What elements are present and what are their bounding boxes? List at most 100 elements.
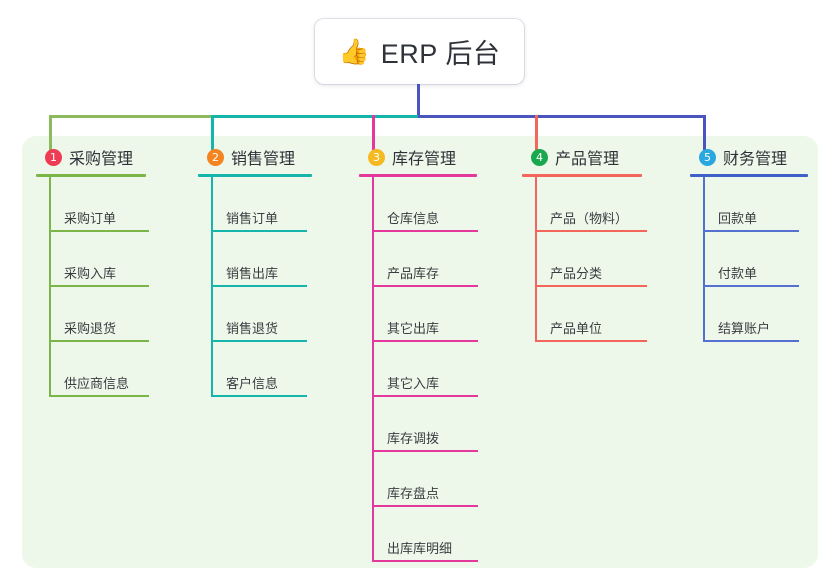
branch-underline-5 xyxy=(690,174,808,177)
leaf-label: 产品单位 xyxy=(550,321,603,336)
branch-badge-icon-2: 2 xyxy=(207,148,224,166)
leaf-node[interactable]: 销售订单 xyxy=(211,177,312,232)
branch-title-5: 财务管理 xyxy=(723,151,788,168)
leaf-node[interactable]: 采购订单 xyxy=(49,177,149,232)
branch-badge-icon-4: 4 xyxy=(531,148,548,166)
branch-underline-2 xyxy=(198,174,312,177)
leaf-label: 仓库信息 xyxy=(387,211,440,226)
root-node-content: 👍 ERP 后台 xyxy=(339,32,501,71)
leaf-underline xyxy=(211,340,307,342)
leaf-node[interactable]: 销售退货 xyxy=(211,287,312,342)
drop-connector-5 xyxy=(703,115,706,150)
leaf-node[interactable]: 其它出库 xyxy=(372,287,478,342)
leaf-node[interactable]: 采购入库 xyxy=(49,232,149,287)
drop-connector-3 xyxy=(372,115,375,150)
branch-column-1: 1 采购管理采购订单采购入库采购退货供应商信息 xyxy=(36,146,149,397)
leaf-spine-3 xyxy=(372,177,374,562)
leaf-label: 回款单 xyxy=(718,211,758,226)
branch-title-3: 库存管理 xyxy=(392,151,457,168)
leaf-label: 其它入库 xyxy=(387,376,440,391)
branch-title-1: 采购管理 xyxy=(69,151,134,168)
leaf-label: 库存调拨 xyxy=(387,431,440,446)
root-node[interactable]: 👍 ERP 后台 xyxy=(315,19,524,84)
leaf-label: 采购订单 xyxy=(64,211,117,226)
leaf-label: 销售退货 xyxy=(226,321,279,336)
leaf-node[interactable]: 回款单 xyxy=(703,177,808,232)
leaf-underline xyxy=(211,285,307,287)
leaf-node[interactable]: 销售出库 xyxy=(211,232,312,287)
leaf-list-3: 仓库信息产品库存其它出库其它入库库存调拨库存盘点出库库明细 xyxy=(359,177,478,562)
leaf-label: 结算账户 xyxy=(718,321,771,336)
bus-segment-1 xyxy=(49,115,211,118)
leaf-node[interactable]: 供应商信息 xyxy=(49,342,149,397)
branch-header-5[interactable]: 5 财务管理 xyxy=(690,146,808,168)
branch-header-1[interactable]: 1 采购管理 xyxy=(36,146,146,168)
leaf-underline xyxy=(535,230,647,232)
leaf-node[interactable]: 产品分类 xyxy=(535,232,647,287)
leaf-node[interactable]: 产品库存 xyxy=(372,232,478,287)
leaf-label: 采购退货 xyxy=(64,321,117,336)
leaf-underline xyxy=(372,560,478,562)
leaf-label: 付款单 xyxy=(718,266,758,281)
branch-underline-3 xyxy=(359,174,477,177)
leaf-list-5: 回款单付款单结算账户 xyxy=(690,177,808,342)
leaf-underline xyxy=(372,395,478,397)
leaf-underline xyxy=(372,450,478,452)
leaf-node[interactable]: 产品单位 xyxy=(535,287,647,342)
leaf-underline xyxy=(49,285,149,287)
thumbs-up-icon: 👍 xyxy=(338,37,370,66)
leaf-label: 其它出库 xyxy=(387,321,440,336)
branch-badge-icon-1: 1 xyxy=(45,148,62,166)
leaf-underline xyxy=(372,230,478,232)
leaf-node[interactable]: 产品（物料） xyxy=(535,177,647,232)
leaf-label: 产品库存 xyxy=(387,266,440,281)
leaf-underline xyxy=(49,340,149,342)
leaf-underline xyxy=(703,285,799,287)
branch-header-4[interactable]: 4 产品管理 xyxy=(522,146,642,168)
leaf-underline xyxy=(49,395,149,397)
leaf-node[interactable]: 付款单 xyxy=(703,232,808,287)
leaf-node[interactable]: 仓库信息 xyxy=(372,177,478,232)
leaf-underline xyxy=(535,285,647,287)
branch-header-2[interactable]: 2 销售管理 xyxy=(198,146,312,168)
leaf-spine-4 xyxy=(535,177,537,342)
leaf-underline xyxy=(49,230,149,232)
leaf-node[interactable]: 库存调拨 xyxy=(372,397,478,452)
leaf-label: 采购入库 xyxy=(64,266,117,281)
leaf-label: 供应商信息 xyxy=(64,376,130,391)
branch-column-4: 4 产品管理产品（物料） 产品分类产品单位 xyxy=(522,146,647,342)
leaf-underline xyxy=(211,395,307,397)
branch-title-2: 销售管理 xyxy=(231,151,296,168)
leaf-node[interactable]: 其它入库 xyxy=(372,342,478,397)
leaf-spine-2 xyxy=(211,177,213,397)
leaf-node[interactable]: 出库库明细 xyxy=(372,507,478,562)
branch-underline-4 xyxy=(522,174,642,177)
leaf-node[interactable]: 库存盘点 xyxy=(372,452,478,507)
leaf-underline xyxy=(535,340,647,342)
leaf-node[interactable]: 客户信息 xyxy=(211,342,312,397)
branch-column-2: 2 销售管理销售订单销售出库销售退货客户信息 xyxy=(198,146,312,397)
branch-underline-1 xyxy=(36,174,146,177)
leaf-list-1: 采购订单采购入库采购退货供应商信息 xyxy=(36,177,149,397)
leaf-label: 库存盘点 xyxy=(387,486,440,501)
leaf-underline xyxy=(372,285,478,287)
leaf-node[interactable]: 采购退货 xyxy=(49,287,149,342)
leaf-label: 客户信息 xyxy=(226,376,279,391)
leaf-label: 产品（物料） xyxy=(550,211,629,226)
leaf-underline xyxy=(372,505,478,507)
branch-title-4: 产品管理 xyxy=(555,151,620,168)
leaf-list-4: 产品（物料） 产品分类产品单位 xyxy=(522,177,647,342)
leaf-label: 出库库明细 xyxy=(387,541,453,556)
leaf-spine-1 xyxy=(49,177,51,397)
leaf-node[interactable]: 结算账户 xyxy=(703,287,808,342)
leaf-underline xyxy=(703,230,799,232)
branch-badge-icon-5: 5 xyxy=(699,148,716,166)
trunk-connector xyxy=(417,84,420,118)
leaf-list-2: 销售订单销售出库销售退货客户信息 xyxy=(198,177,312,397)
branches-panel xyxy=(22,136,818,568)
leaf-spine-5 xyxy=(703,177,705,342)
bus-segment-3 xyxy=(418,115,706,118)
